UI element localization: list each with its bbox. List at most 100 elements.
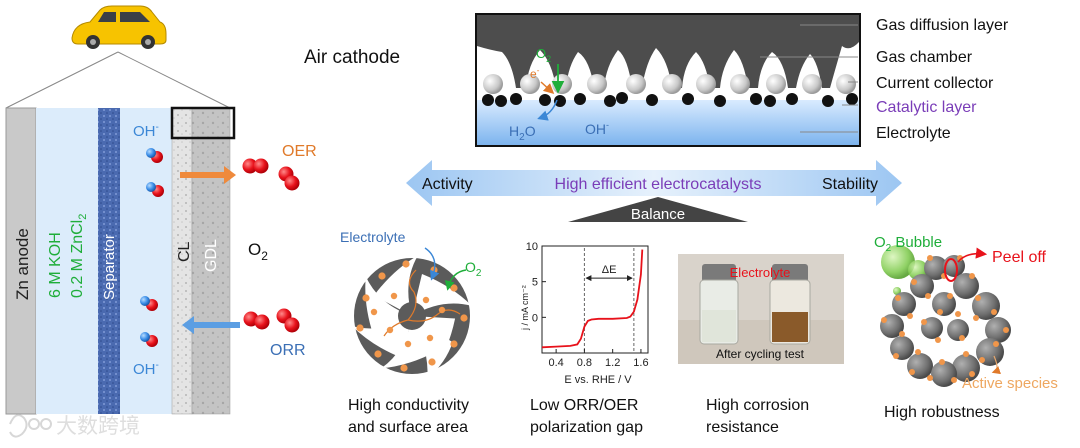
vial-left xyxy=(699,264,739,345)
balance-center: High efficient electrocatalysts xyxy=(555,176,762,193)
oh-top-label: OH- xyxy=(133,122,159,140)
chart-x-tick-label-3: 1.6 xyxy=(633,357,648,369)
chart-y-tick-label-1: 5 xyxy=(532,277,538,289)
o2-main: O xyxy=(248,240,261,259)
chart-y-tick-label-0: 10 xyxy=(526,241,538,253)
label-current-collector: Current collector xyxy=(876,75,994,92)
watermark-text: 大数跨境 xyxy=(56,415,140,438)
h2o-sub: 2 xyxy=(519,132,525,143)
oh-molecule-1 xyxy=(146,148,163,163)
label-electrolyte: Electrolyte xyxy=(876,125,951,142)
electrolyte-right-layer xyxy=(120,108,172,414)
chart-delta-label-0: ΔE xyxy=(602,264,617,276)
robustness-caption: High robustness xyxy=(884,404,1000,421)
separator-layer xyxy=(98,108,120,414)
oh-top-sup: - xyxy=(156,122,159,133)
electron-arrow xyxy=(540,81,555,95)
active-species-label: Active species xyxy=(962,375,1058,392)
car-icon xyxy=(71,5,167,49)
chart-series-line-0 xyxy=(541,249,644,349)
chart-y-label: j / mA cm⁻² xyxy=(520,285,530,331)
cathode-oh-main: OH xyxy=(585,121,606,137)
gas-diffusion-layer xyxy=(477,15,859,88)
balance-activity: Activity xyxy=(422,176,473,193)
zoom-line-left xyxy=(5,51,119,109)
label-gas-chamber: Gas chamber xyxy=(876,49,973,66)
cathode-o2-sub: 2 xyxy=(546,54,551,64)
polarization-caption-line1: Low ORR/OER xyxy=(530,397,638,414)
watermark-logo-icon xyxy=(9,414,52,438)
cathode-o2-label: O2 xyxy=(536,46,551,64)
conductivity-electrolyte-label: Electrolyte xyxy=(340,229,406,245)
electrolyte-line2-sub: 2 xyxy=(77,214,89,220)
electrolyte-line2: 0.2 M ZnCl2 xyxy=(69,214,89,298)
cathode-h2o-label: H2O xyxy=(509,123,536,143)
robust-catalyst-cluster xyxy=(880,245,1011,387)
vial-right xyxy=(769,264,811,345)
o2-bubble-large xyxy=(881,245,915,279)
porous-catalyst-illustration xyxy=(352,255,472,379)
bubble-main: O xyxy=(874,234,886,251)
zn-anode-label: Zn anode xyxy=(13,228,32,300)
oh-bottom-sup: - xyxy=(156,360,159,371)
label-catalytic-layer: Catalytic layer xyxy=(876,99,977,116)
conductivity-electrolyte-arrow xyxy=(424,247,440,281)
o2-bubble-small xyxy=(893,287,901,295)
cathode-o2-main: O xyxy=(536,46,546,61)
orr-arrow xyxy=(182,316,240,334)
corrosion-photo: Electrolyte After cycling test xyxy=(678,254,844,364)
balance-stability: Stability xyxy=(822,176,878,193)
chart-x-tick-label-0: 0.4 xyxy=(548,357,563,369)
oh-top-main: OH xyxy=(133,123,156,140)
conductivity-o2-sub: 2 xyxy=(476,268,482,279)
cathode-oh-sup: - xyxy=(606,120,609,130)
conductivity-o2-label: O2 xyxy=(465,259,482,279)
oer-o2-molecule-1 xyxy=(242,158,269,174)
o2-label: O2 xyxy=(248,240,268,263)
oh-molecule-4 xyxy=(140,332,158,347)
photo-electrolyte-label: Electrolyte xyxy=(730,265,791,280)
cathode-electrolyte xyxy=(477,100,859,145)
oer-o2-molecule-2 xyxy=(278,166,300,191)
current-collector-balls xyxy=(483,74,856,94)
air-cathode-diagram: O2 e- H2O OH- xyxy=(475,13,861,147)
gdl-layer xyxy=(191,107,231,415)
corrosion-caption-line2: resistance xyxy=(706,419,779,436)
conductivity-o2-main: O xyxy=(465,259,476,275)
oh-molecule-3 xyxy=(140,296,158,311)
balance-double-arrow xyxy=(406,160,902,206)
oh-bottom-main: OH xyxy=(133,361,156,378)
cl-label: CL xyxy=(176,241,193,262)
photo-caption: After cycling test xyxy=(716,347,805,361)
label-gas-diffusion-layer: Gas diffusion layer xyxy=(876,17,1009,34)
conductivity-caption-line2: and surface area xyxy=(348,419,468,436)
air-cathode-title: Air cathode xyxy=(304,47,400,68)
peel-off-marker xyxy=(944,258,958,282)
conductivity-caption-line1: High conductivity xyxy=(348,397,469,414)
balance-label: Balance xyxy=(631,206,685,223)
zn-anode-layer xyxy=(5,107,37,415)
peel-off-arrow xyxy=(957,247,988,263)
cathode-leader-lines xyxy=(760,24,858,133)
bubble-sub: 2 xyxy=(886,243,892,254)
o2-bubble-label: O2 Bubble xyxy=(874,234,942,254)
watermark: 大数跨境 xyxy=(9,414,140,438)
active-species-arrow xyxy=(991,355,1002,375)
chart-plot-area xyxy=(541,245,649,354)
peel-off-label: Peel off xyxy=(992,249,1047,266)
electrolyte-layer xyxy=(36,108,98,414)
battery-schematic: Zn anode 6 M KOH 0.2 M ZnCl2 Separator C… xyxy=(5,106,317,415)
zoom-box xyxy=(170,106,236,140)
catalyst-pinwheel xyxy=(352,255,472,379)
balance-fulcrum xyxy=(568,197,748,222)
cathode-electron-label: e- xyxy=(530,66,540,81)
chart-y-tick-label-2: 0 xyxy=(532,312,538,324)
electron-main: e xyxy=(530,67,537,81)
electrolyte-line2-main: 0.2 M ZnCl xyxy=(69,220,86,298)
electron-sup: - xyxy=(537,66,540,75)
h2o-main: H xyxy=(509,123,519,139)
chart-x-tick-label-1: 0.8 xyxy=(577,357,592,369)
o2-sub: 2 xyxy=(261,249,268,263)
zoom-line-right xyxy=(117,51,231,109)
